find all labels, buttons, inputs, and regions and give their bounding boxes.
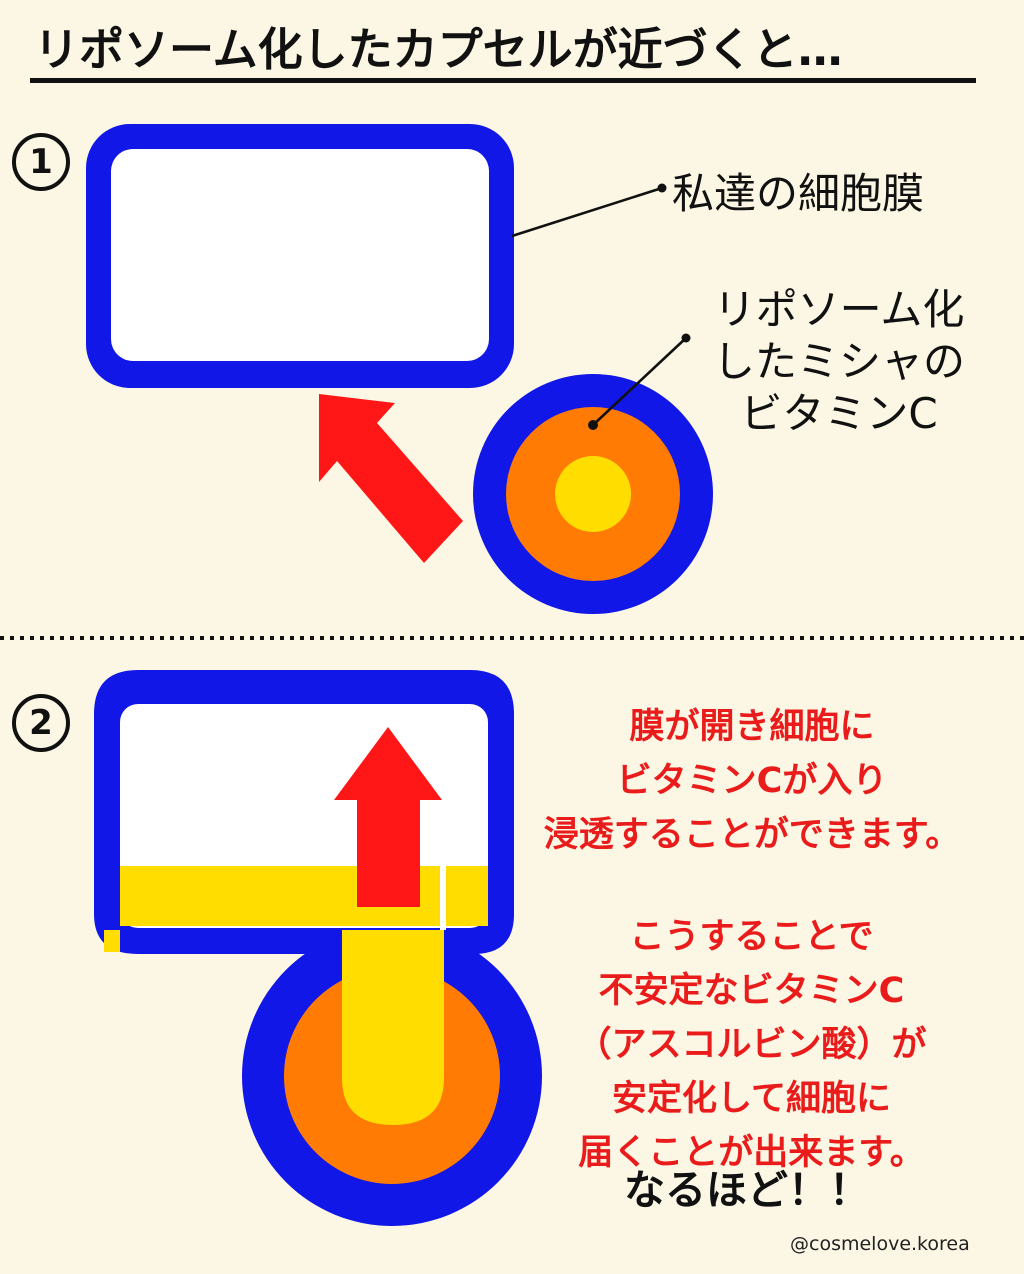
stable-line-3: （アスコルビン酸）が (576, 1025, 927, 1065)
result-line-3: 浸透することができます。 (543, 815, 961, 855)
stable-line-5: 届くことが出来ます。 (578, 1133, 925, 1173)
vitamin-core (555, 456, 631, 532)
step-number-one: 1 (12, 133, 70, 191)
result-line-2: ビタミンCが入り (616, 761, 888, 801)
title-underline (30, 78, 976, 83)
capsule-label-line-3: ビタミンC (740, 389, 938, 438)
membrane-pointer-line (511, 186, 663, 238)
capsule-label-line-1: リポソーム化 (713, 285, 965, 334)
page-title: リポソーム化したカプセルが近づくと… (34, 23, 843, 76)
capsule-pointer-dot-outer (681, 333, 691, 343)
upward-arrow-icon (334, 727, 442, 907)
account-watermark: @cosmelove.korea (790, 1233, 970, 1255)
liposome-capsule-label: リポソーム化 したミシャの ビタミンC (704, 284, 974, 440)
diagonal-arrow-icon (319, 394, 463, 563)
membrane-interior (111, 149, 489, 361)
cell-membrane-label: 私達の細胞膜 (672, 169, 925, 218)
closing-exclamation: なるほど！！ (624, 1166, 870, 1214)
step-number-two-text: 2 (29, 703, 53, 743)
channel-highlight (440, 852, 446, 930)
vitamin-overflow-mark (104, 930, 120, 952)
vitamin-channel (342, 930, 444, 1125)
result-line-1: 膜が開き細胞に (629, 707, 875, 747)
stable-line-1: こうすることで (629, 917, 874, 957)
stable-line-4: 安定化して細胞に (612, 1079, 891, 1119)
stabilization-explanation: こうすることで 不安定なビタミンC （アスコルビン酸）が 安定化して細胞に 届く… (544, 910, 959, 1180)
membrane-pointer-dot (657, 183, 667, 193)
capsule-pointer-line (592, 337, 687, 426)
capsule-label-line-2: したミシャの (712, 337, 965, 386)
capsule-pointer-dot-inner (588, 420, 598, 430)
step-number-one-text: 1 (29, 142, 53, 182)
membrane-open-explanation: 膜が開き細胞に ビタミンCが入り 浸透することができます。 (528, 700, 976, 862)
step-one-diagram (86, 124, 713, 614)
absorbed-vitamin-layer (120, 866, 488, 926)
stable-line-2: 不安定なビタミンC (598, 971, 905, 1011)
step-number-two: 2 (12, 694, 70, 752)
step-two-diagram (94, 670, 542, 1226)
